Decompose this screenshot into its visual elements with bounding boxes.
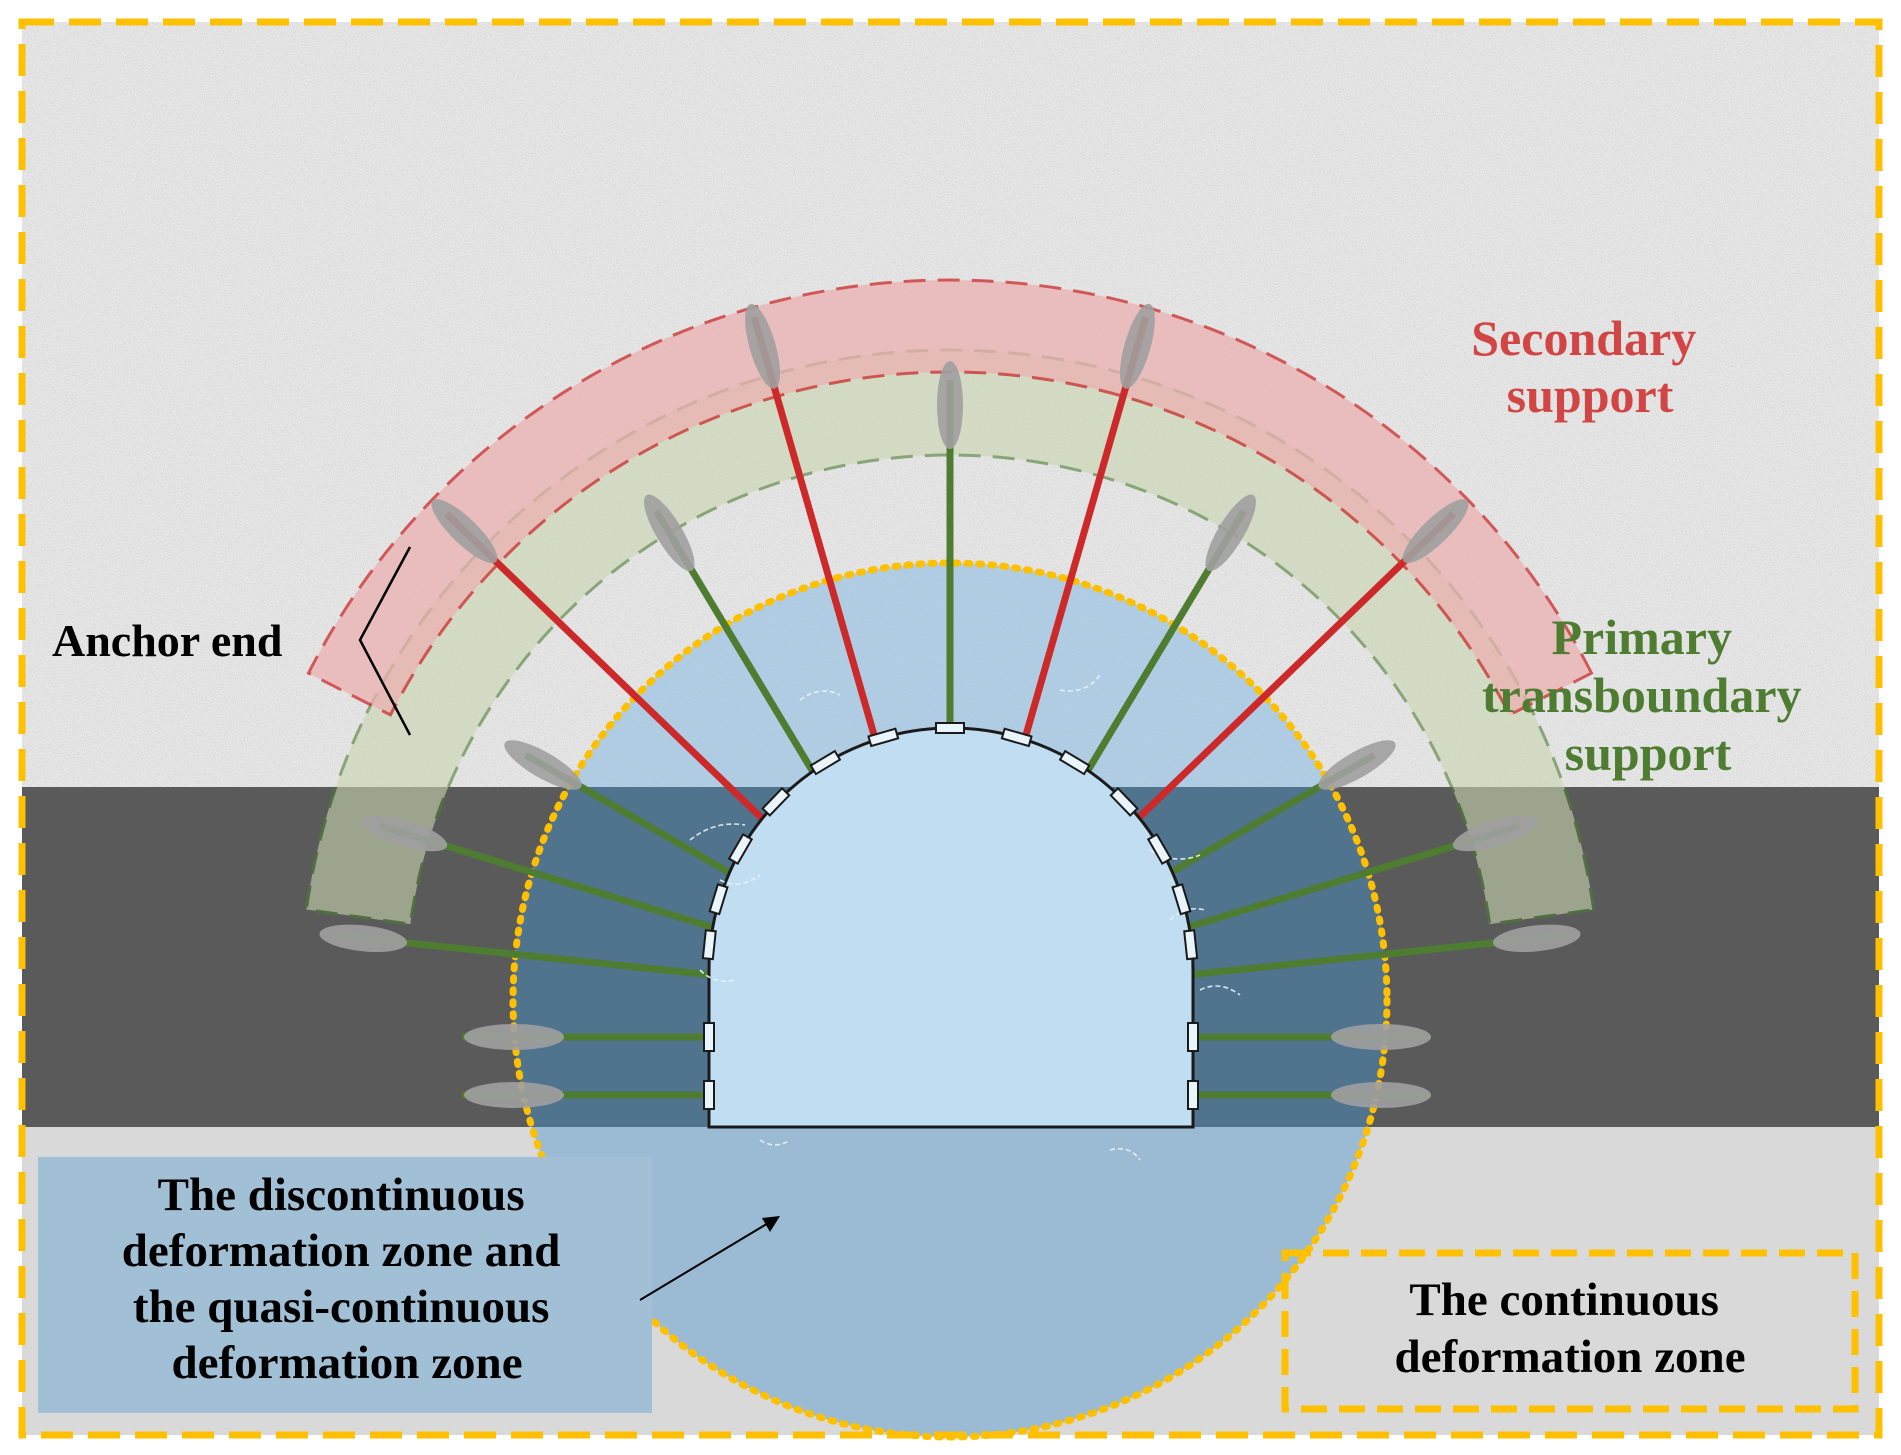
continuous-zone-label-line-2: deformation zone (1394, 1331, 1745, 1383)
discontinuous-zone-label-line-2: deformation zone and (122, 1225, 561, 1277)
left-wall-plate-0 (703, 1022, 715, 1052)
bearing-plate-12 (701, 929, 717, 961)
anchor-end-bracket (358, 546, 412, 736)
zone-pointer-arrow (639, 1221, 771, 1301)
left-wall-plate-1 (703, 1080, 715, 1110)
crack-mark-1 (719, 874, 761, 885)
anchor-end-11 (1492, 924, 1581, 953)
zone-pointer-arrowhead (762, 1216, 780, 1232)
continuous-zone-label: The continuous deformation zone (1394, 1274, 1745, 1383)
crack-mark-6 (699, 969, 736, 983)
bearing-plate-7 (1171, 883, 1192, 916)
anchor-end-5 (644, 494, 695, 572)
bearing-plate-1 (1058, 749, 1091, 776)
bearing-plate-9 (1146, 833, 1173, 865)
secondary-bolt-6 (444, 511, 791, 847)
bearing-plate-11 (1183, 929, 1199, 961)
discontinuous-zone-label-box (38, 1157, 652, 1413)
right-wall-anchor-1 (1331, 1082, 1431, 1108)
anchor-end-10 (504, 740, 582, 790)
crack-mark-7 (1199, 985, 1241, 996)
bearing-plate-4 (867, 727, 900, 748)
secondary-support-band (306, 278, 1594, 717)
anchor-end-label: Anchor end (52, 615, 283, 666)
primary-support-label-line-2: transboundary (1482, 667, 1802, 723)
right-wall-plate-1 (1187, 1080, 1199, 1110)
anchor-end-4 (745, 303, 780, 389)
primary-support-label-line-3: support (1565, 725, 1732, 781)
right-wall-anchor-0 (1331, 1024, 1431, 1050)
bearing-plate-6 (761, 786, 791, 817)
primary-support-label-line-1: Primary (1552, 609, 1732, 665)
secondary-support-label: Secondary support (1471, 310, 1709, 423)
bearing-plate-5 (809, 749, 842, 776)
crack-mark-9 (1109, 1147, 1141, 1161)
crack-mark-4 (799, 690, 841, 701)
continuous-zone-label-box (1281, 1249, 1859, 1413)
left-wall-anchor-1 (464, 1082, 564, 1108)
anchor-end-8 (362, 815, 448, 852)
anchor-end-6 (431, 499, 498, 564)
left-wall-anchor-0 (464, 1024, 564, 1050)
discontinuous-zone-label-line-3: the quasi-continuous (133, 1281, 550, 1333)
crack-mark-5 (1059, 674, 1101, 692)
secondary-support-label-line-2: support (1507, 367, 1674, 423)
anchor-end-1 (1205, 494, 1256, 572)
outer-boundary (18, 18, 1883, 1439)
secondary-support-label-line-1: Secondary (1471, 310, 1696, 366)
anchor-end-12 (319, 924, 408, 953)
anchor-end-7 (1452, 815, 1538, 852)
crack-mark-8 (759, 1139, 791, 1146)
anchor-end-0 (1402, 499, 1469, 564)
anchor-end-3 (937, 361, 963, 449)
crack-mark-2 (1149, 849, 1201, 860)
anchor-end-9 (1318, 740, 1396, 790)
secondary-bolt-4 (750, 316, 895, 795)
primary-support-label: Primary transboundary support (1482, 609, 1814, 781)
secondary-bolt-2 (1005, 316, 1150, 795)
bearing-plate-8 (708, 883, 729, 916)
discontinuous-zone-label-line-1: The discontinuous (158, 1169, 525, 1221)
discontinuous-zone-label: The discontinuous deformation zone and t… (122, 1169, 572, 1389)
bearing-plate-2 (1000, 727, 1033, 748)
anchor-end-2 (1120, 303, 1155, 389)
right-wall-plate-0 (1187, 1022, 1199, 1052)
bearing-plate-10 (727, 833, 754, 865)
continuous-zone-label-line-1: The continuous (1409, 1274, 1719, 1326)
secondary-bolt-0 (1109, 511, 1456, 847)
discontinuous-zone-label-line-4: deformation zone (171, 1337, 522, 1389)
bearing-plate-0 (1109, 786, 1139, 817)
bearing-plate-3 (935, 722, 965, 734)
